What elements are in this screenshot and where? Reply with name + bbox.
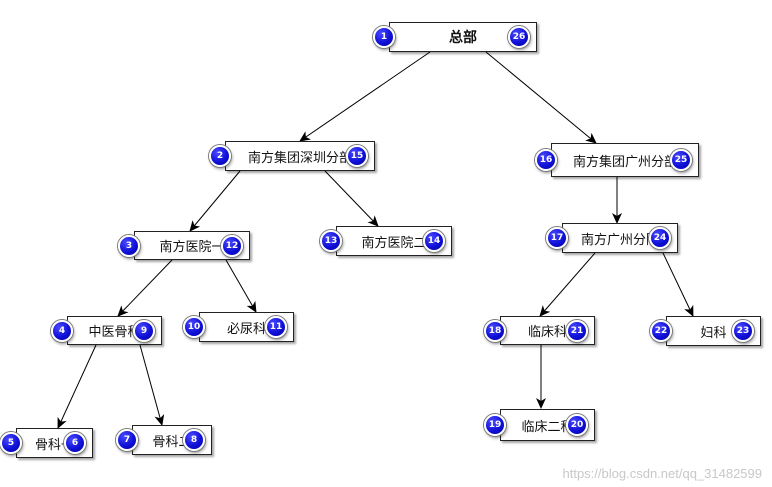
badge-right: 21 [566, 319, 588, 342]
watermark: https://blog.csdn.net/qq_31482599 [562, 466, 763, 481]
badge-right: 8 [183, 429, 205, 451]
badge-left: 13 [320, 230, 342, 252]
badge-right: 25 [670, 149, 692, 171]
badge-right: 9 [133, 319, 155, 342]
node-label: 必尿科 [226, 321, 266, 337]
node-label: 南方集团深圳分部 [247, 150, 352, 166]
badge-left: 3 [118, 234, 140, 257]
edge-hq-sz [299, 51, 431, 142]
node-label: 临床科 [527, 325, 567, 340]
badge-left: 16 [535, 149, 557, 171]
edge-hq-gz [485, 51, 597, 144]
badge-left: 4 [51, 319, 73, 342]
badge-right: 11 [265, 316, 287, 338]
badge-right: 20 [566, 414, 588, 436]
badge-left: 1 [373, 26, 395, 48]
badge-right: 6 [64, 432, 86, 454]
node-label: 南方医院二 [361, 235, 427, 251]
edge-h1-tcm [117, 259, 173, 317]
badge-right: 14 [423, 230, 445, 252]
node-label: 总部 [449, 30, 477, 46]
badge-left: 18 [484, 319, 506, 342]
badge-right: 24 [649, 227, 671, 249]
node-label: 临床二科 [521, 419, 574, 435]
edge-gzy-gyn [662, 252, 694, 317]
node-label: 南方集团广州分部 [572, 154, 677, 170]
node-label: 中医骨科 [88, 325, 141, 340]
badge-left: 5 [0, 432, 22, 454]
node-hq: 总部 [389, 22, 537, 52]
node-label: 骨科二 [152, 434, 192, 450]
edge-tcm-o1 [57, 344, 97, 429]
badge-right: 12 [221, 234, 243, 257]
badge-left: 10 [183, 316, 205, 338]
node-label: 妇科 [700, 325, 727, 341]
node-label: 南方广州分院 [580, 232, 659, 248]
badge-left: 2 [209, 145, 231, 167]
badge-right: 26 [508, 26, 530, 48]
badge-left: 17 [546, 227, 568, 249]
badge-right: 15 [346, 145, 368, 167]
badge-left: 7 [116, 429, 138, 451]
badge-right: 23 [732, 320, 754, 342]
edge-gzy-clin [539, 252, 596, 317]
edge-sz-h1 [189, 170, 241, 232]
edges [57, 51, 694, 429]
badge-left: 19 [484, 414, 506, 436]
edge-tcm-o2 [139, 344, 165, 426]
edge-sz-h2 [324, 170, 379, 227]
node-label: 南方医院一 [159, 240, 225, 255]
edge-h1-uro [225, 259, 257, 313]
badge-left: 22 [650, 320, 672, 342]
